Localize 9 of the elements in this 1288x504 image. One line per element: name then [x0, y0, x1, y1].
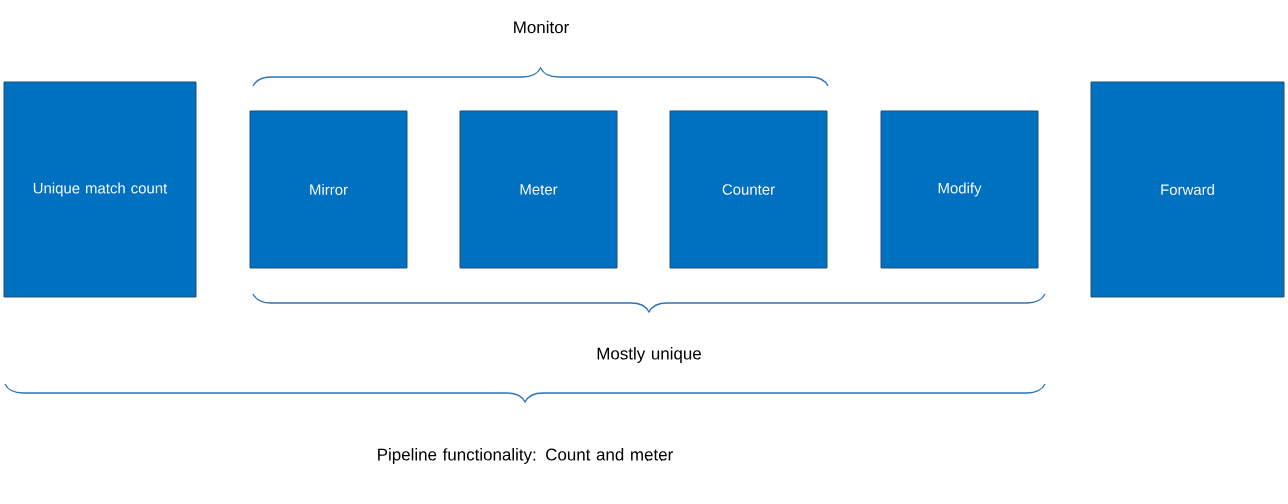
brace-label: Mostly unique: [597, 347, 701, 363]
process-box: Mirror: [249, 110, 408, 269]
process-box: Forward: [1090, 81, 1285, 298]
process-box: Counter: [669, 110, 828, 269]
brace-label: Pipeline functionality: Count and meter: [378, 448, 673, 464]
brace-label: Monitor: [514, 20, 569, 34]
process-box: Modify: [880, 110, 1039, 269]
process-box: Meter: [459, 110, 618, 269]
process-box: Unique match count: [3, 81, 197, 298]
